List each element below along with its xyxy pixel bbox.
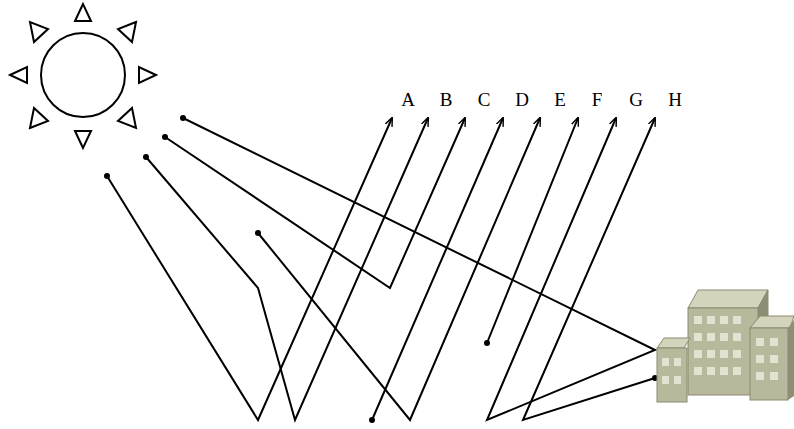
ray-label: F — [592, 90, 603, 109]
ray-label: C — [478, 90, 491, 109]
ray-start-dots — [104, 115, 658, 423]
ray-label: A — [401, 90, 415, 109]
ray-label: D — [515, 90, 529, 109]
ray-label: E — [554, 90, 566, 109]
light-rays — [107, 118, 655, 420]
ray-label: H — [668, 90, 682, 109]
ray-label: B — [440, 90, 453, 109]
building-illustration — [657, 290, 794, 402]
sun-symbol — [10, 4, 156, 148]
ray-label: G — [629, 90, 643, 109]
